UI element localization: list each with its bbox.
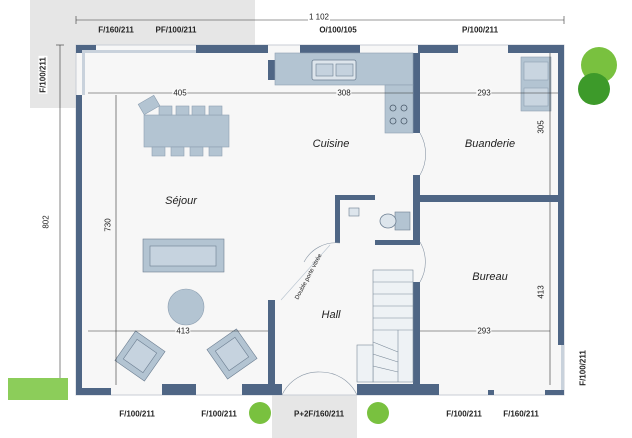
door-swings — [280, 132, 426, 396]
staircase — [356, 269, 414, 383]
room-label-bureau: Bureau — [472, 271, 508, 283]
kitchen-counter — [274, 52, 414, 134]
terrace-entry — [272, 390, 357, 438]
dining-table — [137, 94, 230, 157]
opening-top-pf: PF/100/211 — [155, 25, 197, 35]
opening-bottom-3: F/100/211 — [446, 409, 482, 419]
opening-top-p: P/100/211 — [461, 25, 499, 35]
dimension-cuisine-width: 308 — [336, 88, 352, 98]
dimension-overall-width: 1 102 — [307, 12, 331, 22]
opening-top-o: O/100/105 — [319, 25, 357, 35]
dimension-sejour-width: 405 — [172, 88, 188, 98]
dimension-sejour-depth: 730 — [103, 218, 113, 232]
opening-bottom-4: F/160/211 — [503, 409, 539, 419]
room-label-buanderie: Buanderie — [464, 138, 516, 150]
dimension-bureau-width: 293 — [476, 326, 492, 336]
interior-walls — [268, 53, 558, 388]
room-label-hall: Hall — [321, 309, 341, 321]
armchairs — [114, 328, 258, 382]
dimension-sejour-bottom-width: 413 — [175, 326, 191, 336]
room-label-sejour: Séjour — [165, 195, 197, 207]
opening-left: F/100/211 — [38, 56, 48, 94]
toilet-icon — [348, 207, 411, 231]
opening-bottom-entry: P+2F/160/211 — [293, 409, 345, 419]
dimension-overall-depth: 802 — [41, 214, 51, 230]
opening-right: F/100/211 — [578, 350, 588, 386]
sofa — [142, 238, 225, 273]
opening-bottom-2: F/100/211 — [201, 409, 237, 419]
hob-icon — [389, 104, 408, 125]
dimension-bureau-depth: 413 — [536, 285, 546, 299]
opening-bottom-1: F/100/211 — [119, 409, 155, 419]
light-walls — [82, 50, 564, 390]
coffee-table — [167, 288, 205, 326]
dimension-buanderie-depth: 305 — [536, 120, 546, 134]
laundry-appliances — [520, 56, 552, 112]
outer-walls — [76, 45, 564, 395]
dimension-buanderie-width: 293 — [476, 88, 492, 98]
room-label-cuisine: Cuisine — [312, 138, 350, 150]
opening-top-left: F/160/211 — [98, 25, 134, 35]
trees — [8, 47, 617, 424]
